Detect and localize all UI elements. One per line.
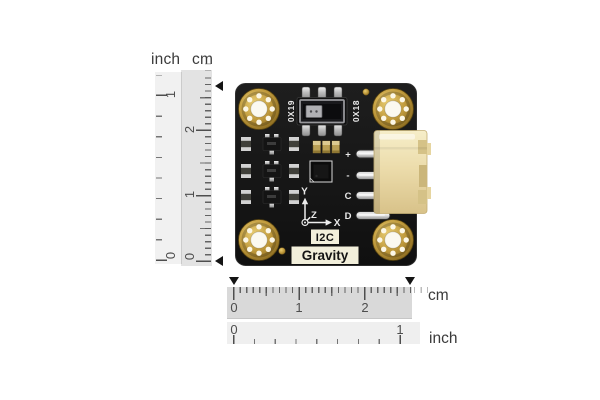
horizontal-cm-label-1: 1: [295, 299, 303, 315]
vertical-cm-label-1: 1: [182, 190, 198, 198]
vertical-cm-label-0: 0: [182, 252, 198, 260]
i2c-address-label-0x19: 0X19: [286, 100, 296, 122]
vertical-inch-label-0: 0: [163, 251, 179, 259]
sot23-transistor: [262, 187, 282, 208]
jst-connector: [373, 130, 431, 214]
component-row-2: [241, 161, 299, 182]
address-select-switch: [296, 86, 348, 137]
horizontal-cm-label-0: 0: [230, 299, 238, 315]
dimension-marker-top-icon: [215, 81, 223, 91]
sot23-transistor: [262, 134, 282, 155]
i2c-address-label-0x18: 0X18: [351, 100, 361, 122]
horizontal-inch-label-1: 1: [396, 321, 404, 337]
interface-label: I2C: [316, 232, 335, 244]
dimension-marker-right-icon: [405, 277, 415, 285]
vertical-cm-major-ticks: [196, 122, 211, 262]
horizontal-cm-unit: cm: [428, 287, 449, 304]
mounting-hole-bottom-right: [372, 219, 414, 261]
pin-label-gnd: -: [346, 171, 349, 182]
mounting-hole-top-right: [372, 88, 414, 130]
pin-label-vcc: +: [345, 150, 351, 161]
sot23-transistor: [262, 161, 282, 182]
dimension-marker-bottom-icon: [215, 256, 223, 266]
i2c-label-box: [311, 229, 339, 244]
gold-test-point-bottom: [278, 247, 286, 255]
capacitor-row: [312, 140, 340, 154]
pin-label-scl: C: [345, 191, 352, 202]
gravity-label-box: [291, 246, 359, 264]
switch-slider-knob: [305, 105, 323, 118]
horizontal-inch-label-0: 0: [230, 321, 238, 337]
vertical-cm-tick-marks-overflow: [205, 58, 211, 71]
mounting-hole-bottom-left: [238, 219, 280, 261]
axis-y-label: Y: [301, 187, 308, 198]
sensor-board: 0X19 0X18: [235, 83, 431, 266]
dimension-marker-left-icon: [229, 277, 239, 285]
vertical-cm-label-2: 2: [182, 125, 198, 133]
vertical-inch-major-ticks: [156, 90, 167, 261]
vertical-ruler-divider: [181, 72, 182, 264]
horizontal-cm-tick-marks-overflow: [414, 287, 428, 293]
vertical-ruler-inch-header: inch: [151, 51, 181, 68]
axis-indicator: [301, 197, 332, 227]
component-row-1: [241, 134, 299, 155]
gold-test-point-top: [362, 88, 370, 96]
pin-label-sda: D: [345, 211, 352, 222]
brand-label: Gravity: [302, 248, 349, 263]
horizontal-cm-label-2: 2: [361, 299, 369, 315]
vertical-inch-label-1: 1: [163, 90, 179, 98]
mounting-hole-top-left: [238, 88, 280, 130]
component-row-3: [241, 187, 299, 208]
axis-z-label: Z: [311, 210, 317, 221]
vertical-ruler-cm-header: cm: [192, 51, 214, 68]
axis-x-label: X: [334, 218, 341, 229]
horizontal-cm-major-ticks: [233, 287, 378, 300]
horizontal-inch-major-ticks: [233, 335, 405, 344]
horizontal-inch-unit: inch: [429, 330, 458, 347]
accelerometer-ic: [309, 160, 333, 183]
